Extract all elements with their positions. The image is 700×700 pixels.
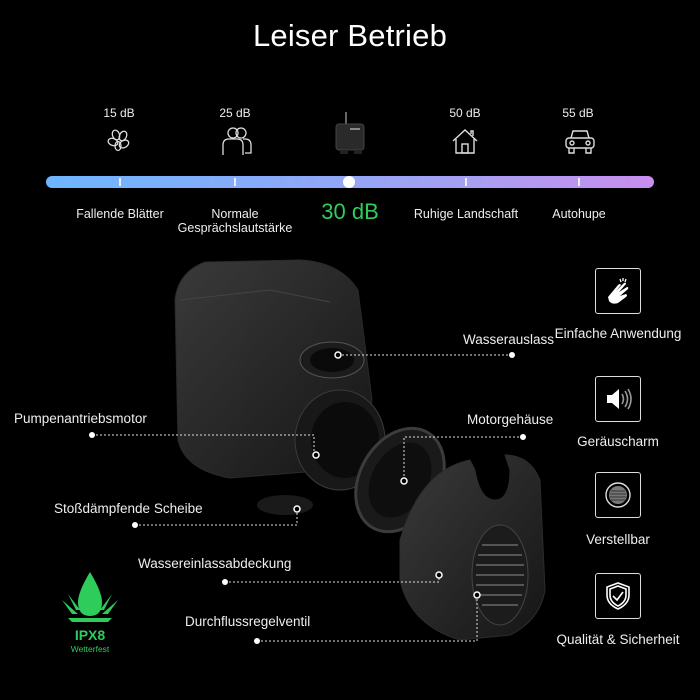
scale-tick bbox=[234, 178, 236, 186]
part-label-water-outlet: Wasserauslass bbox=[463, 332, 555, 347]
level-name: Autohupe bbox=[552, 207, 606, 221]
current-level-marker bbox=[343, 176, 355, 188]
pump-icon bbox=[332, 110, 368, 158]
db-value: 55 dB bbox=[562, 106, 594, 120]
house-icon bbox=[450, 126, 480, 156]
water-drop-icon bbox=[58, 570, 122, 626]
scale-tick bbox=[119, 178, 121, 186]
ipx-rating: IPX8 bbox=[74, 627, 106, 643]
feature-label: Geräuscharm bbox=[577, 434, 659, 449]
speaker-icon bbox=[595, 376, 641, 422]
current-noise-level: 30 dB bbox=[321, 199, 379, 224]
ipx-subtitle: Wetterfest bbox=[70, 644, 110, 654]
part-label-drive-motor: Pumpenantriebsmotor bbox=[14, 411, 147, 426]
shield-check-icon bbox=[595, 573, 641, 619]
part-label-motor-housing: Motorgehäuse bbox=[467, 412, 554, 427]
level-name: Fallende Blätter bbox=[76, 207, 164, 221]
adjust-dial-icon bbox=[595, 472, 641, 518]
people-icon bbox=[220, 126, 252, 156]
hand-snap-icon bbox=[595, 268, 641, 314]
level-name: Normale Gesprächslautstärke bbox=[177, 207, 293, 235]
page-title: Leiser Betrieb bbox=[252, 18, 448, 53]
db-value: 15 dB bbox=[103, 106, 135, 120]
part-label-flow-valve: Durchflussregelventil bbox=[185, 614, 311, 629]
leaf-icon bbox=[104, 126, 134, 156]
level-name: Ruhige Landschaft bbox=[413, 207, 519, 221]
db-value: 50 dB bbox=[449, 106, 481, 120]
scale-tick bbox=[578, 178, 580, 186]
feature-label: Verstellbar bbox=[586, 532, 650, 547]
part-label-inlet-cover: Wassereinlassabdeckung bbox=[138, 556, 292, 571]
part-label-shock-disc: Stoßdämpfende Scheibe bbox=[54, 501, 203, 516]
db-value: 25 dB bbox=[219, 106, 251, 120]
scale-tick bbox=[465, 178, 467, 186]
feature-label: Einfache Anwendung bbox=[554, 326, 682, 341]
pump-exploded-diagram bbox=[89, 259, 546, 644]
car-icon bbox=[563, 126, 595, 156]
feature-label: Qualität & Sicherheit bbox=[556, 632, 680, 647]
